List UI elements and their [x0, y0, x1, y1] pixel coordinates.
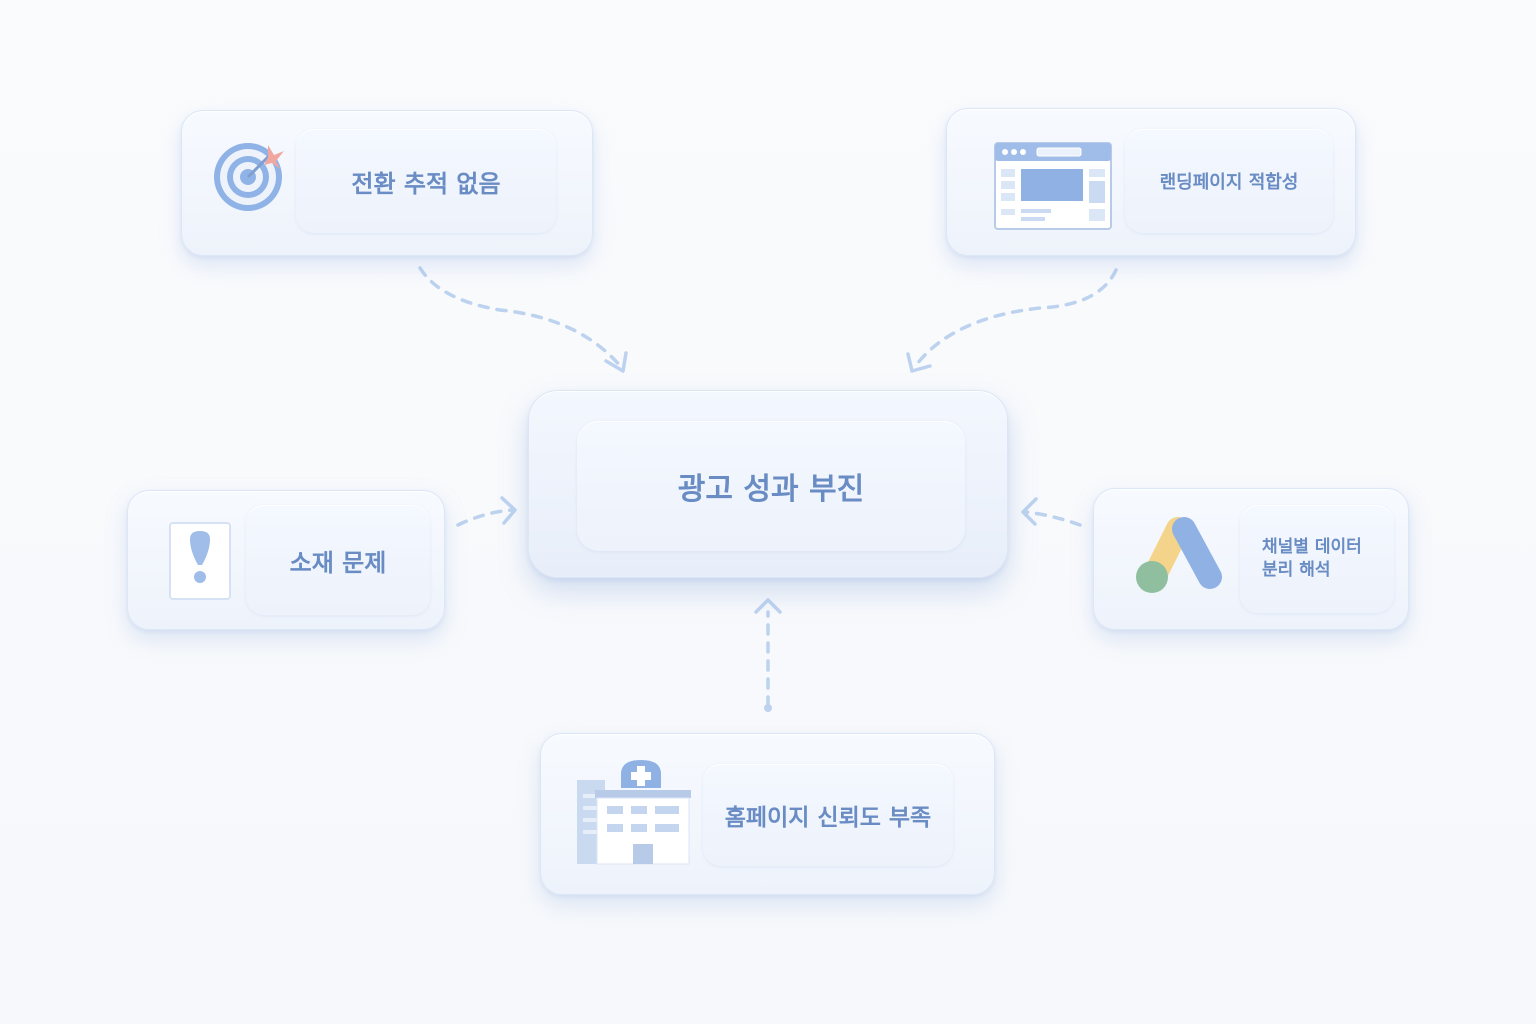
node-homepage-trust: 홈페이지 신뢰도 부족 [540, 733, 995, 895]
node-channel-data: 채널별 데이터 분리 해석 [1093, 488, 1409, 630]
node-landing-label: 랜딩페이지 적합성 [1125, 129, 1333, 233]
center-node: 광고 성과 부진 [528, 390, 1008, 578]
arrow-landing [912, 268, 1118, 370]
node-channel-label-line2: 분리 해석 [1262, 560, 1331, 580]
arrowhead-creative [500, 496, 517, 525]
arrow-conversion [418, 266, 624, 370]
arrowhead-channel [1021, 497, 1038, 526]
arrow-channel [1024, 510, 1082, 527]
webpage-icon [993, 141, 1113, 231]
node-conversion-tracking: 전환 추적 없음 [181, 110, 593, 256]
node-homepage-label: 홈페이지 신뢰도 부족 [703, 764, 953, 866]
arrow-creative [456, 508, 514, 527]
node-creative-label: 소재 문제 [246, 505, 430, 615]
arrowhead-conversion [604, 351, 628, 373]
arrowhead-landing [906, 352, 932, 373]
target-icon [210, 135, 290, 215]
node-channel-label: 채널별 데이터 분리 해석 [1240, 505, 1394, 613]
node-channel-label-line1: 채널별 데이터 [1262, 537, 1362, 557]
node-creative-issue: 소재 문제 [127, 490, 445, 630]
node-landing-page: 랜딩페이지 적합성 [946, 108, 1356, 256]
google-ads-icon [1132, 515, 1232, 595]
center-label-box: 광고 성과 부진 [577, 421, 965, 551]
exclamation-card-icon [168, 521, 232, 601]
hospital-icon [575, 754, 695, 870]
arrowhead-homepage [754, 598, 782, 614]
node-conversion-label: 전환 추적 없음 [296, 129, 556, 233]
